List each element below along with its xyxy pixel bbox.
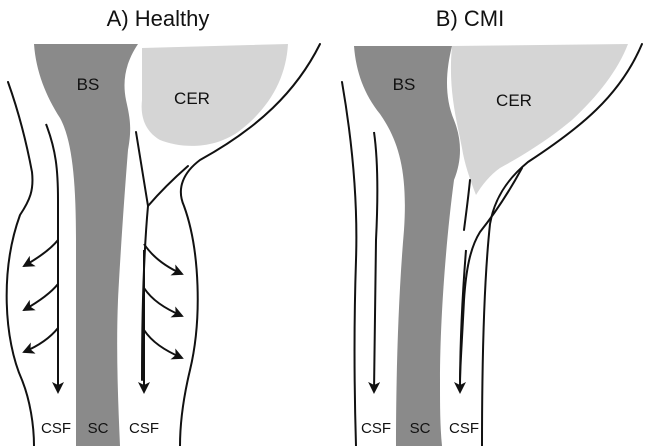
membrane-line-healthy	[141, 165, 189, 381]
membrane-branch-healthy	[135, 131, 149, 207]
csf-flow-arrow-down-right-cmi	[454, 249, 467, 394]
label-spinal-cord-cmi: SC	[410, 420, 431, 437]
outer-boundary-right-healthy	[179, 43, 321, 446]
panel-cmi: B) CMI BS CER CSF SC CSF	[341, 6, 643, 446]
cerebellum-healthy	[141, 44, 288, 146]
csf-flow-arrow-lateral-5-healthy	[143, 287, 184, 318]
label-csf-right-cmi: CSF	[449, 420, 479, 437]
csf-flow-arrow-lateral-4-healthy	[143, 243, 184, 276]
label-csf-left-healthy: CSF	[41, 420, 71, 437]
label-brainstem-healthy: BS	[77, 75, 100, 94]
panel-healthy: A) Healthy BS CER CSF SC CSF	[5, 6, 321, 446]
panel-title-cmi: B) CMI	[436, 6, 504, 31]
label-brainstem-cmi: BS	[393, 75, 416, 94]
csf-flow-arrow-down-left-cmi	[368, 131, 381, 394]
csf-flow-arrow-down-left-healthy	[45, 123, 64, 394]
label-csf-left-cmi: CSF	[361, 420, 391, 437]
membrane-line-cmi	[459, 167, 523, 381]
csf-flow-arrow-lateral-2-healthy	[22, 283, 59, 311]
label-csf-right-healthy: CSF	[129, 420, 159, 437]
membrane-branch-cmi	[463, 179, 471, 231]
label-cerebellum-cmi: CER	[496, 91, 532, 110]
outer-boundary-left-cmi	[341, 81, 358, 446]
brainstem-spinal-cord-healthy	[34, 44, 138, 446]
panel-title-healthy: A) Healthy	[107, 6, 210, 31]
outer-boundary-right-cmi	[481, 43, 643, 446]
brainstem-spinal-cord-cmi	[354, 46, 460, 446]
label-spinal-cord-healthy: SC	[88, 420, 109, 437]
csf-flow-arrow-lateral-3-healthy	[22, 327, 59, 354]
csf-flow-arrow-lateral-6-healthy	[143, 329, 184, 360]
outer-boundary-left-healthy	[5, 81, 35, 446]
cerebellum-cmi	[450, 44, 628, 195]
label-cerebellum-healthy: CER	[174, 89, 210, 108]
csf-flow-arrow-lateral-1-healthy	[22, 239, 59, 267]
